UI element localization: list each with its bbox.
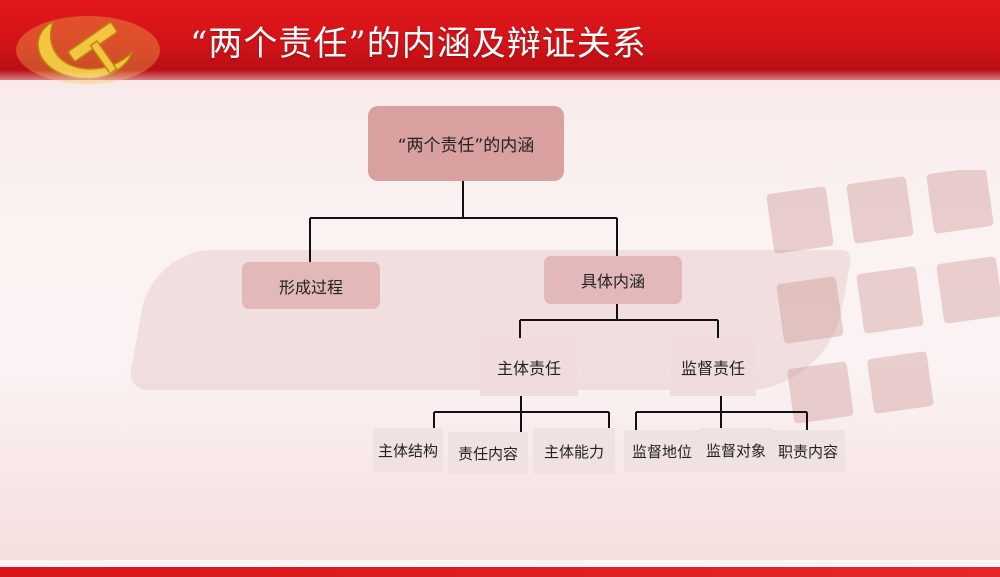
leaf-supervision-target: 监督对象 [700, 428, 772, 472]
page-title: “两个责任”的内涵及辩证关系 [190, 24, 647, 64]
background-tiles [766, 170, 1000, 424]
leaf-responsibility-content: 责任内容 [448, 432, 528, 474]
leaf-main-ability: 主体能力 [533, 428, 615, 474]
leaf-supervision-position: 监督地位 [624, 430, 700, 472]
node-specific-connotation: 具体内涵 [544, 256, 682, 304]
footer-bar [0, 567, 1000, 577]
node-formation-process: 形成过程 [242, 262, 380, 309]
root-node: “两个责任”的内涵 [368, 106, 564, 181]
node-supervision-responsibility: 监督责任 [670, 338, 756, 396]
header-banner: “两个责任”的内涵及辩证关系 [0, 0, 1000, 84]
leaf-duty-content: 职责内容 [771, 430, 845, 472]
leaf-main-structure: 主体结构 [373, 428, 443, 472]
node-main-responsibility: 主体责任 [480, 338, 578, 396]
hammer-sickle-icon [16, 16, 160, 84]
